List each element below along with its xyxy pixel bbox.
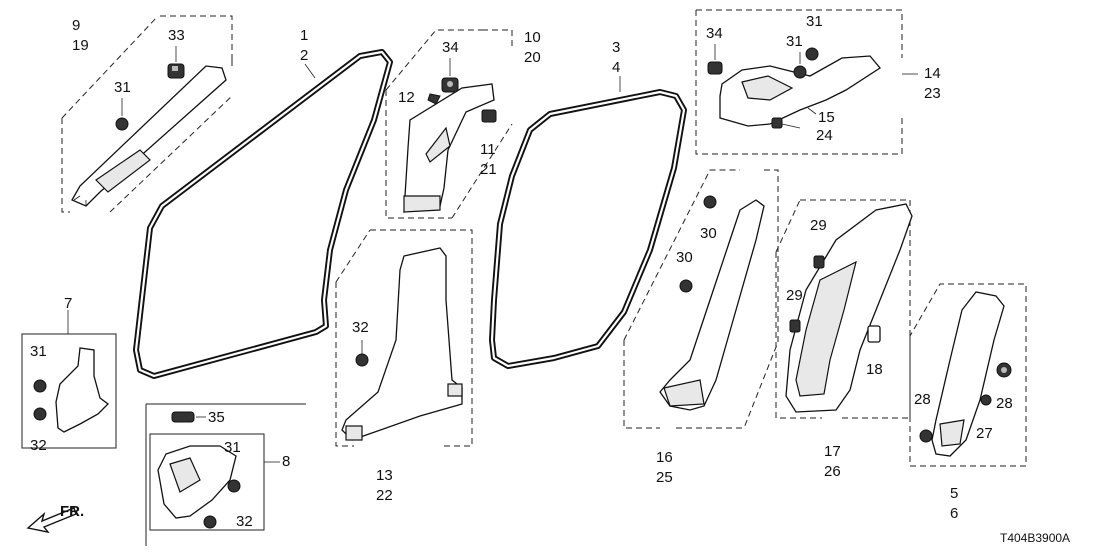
callout-12: 12 <box>398 89 415 106</box>
callout-33: 33 <box>168 27 185 44</box>
callout-32c: 32 <box>236 513 253 530</box>
callout-19: 19 <box>72 37 89 54</box>
callout-29a: 29 <box>810 217 827 234</box>
kick-panel-group <box>21 310 117 449</box>
callout-18: 18 <box>866 361 883 378</box>
callout-1: 1 <box>300 27 308 44</box>
clip-29b <box>789 319 801 333</box>
callout-4: 4 <box>612 59 620 76</box>
callout-3: 3 <box>612 39 620 56</box>
b-pillar-lower-garnish <box>341 247 463 441</box>
c-pillar-garnish <box>719 55 881 127</box>
callout-31c: 31 <box>786 33 803 50</box>
a-pillar-garnish-group <box>61 15 233 213</box>
rear-door-seal <box>489 76 687 369</box>
front-label: FR. <box>60 503 84 520</box>
clip-33 <box>167 63 185 79</box>
clip-28a <box>919 429 933 443</box>
clip-11 <box>481 109 497 123</box>
callout-9: 9 <box>72 17 80 34</box>
clip-32c <box>203 515 217 529</box>
callout-11: 11 <box>480 141 496 158</box>
callout-35: 35 <box>208 409 225 426</box>
callout-10: 10 <box>524 29 541 46</box>
clip-24 <box>771 117 783 129</box>
callout-17: 17 <box>824 443 841 460</box>
c-pillar-lower-garnish <box>659 199 765 411</box>
kick-panel <box>55 347 109 433</box>
front-door-seal <box>133 49 393 379</box>
callout-13: 13 <box>376 467 393 484</box>
b-pillar-lower-group <box>335 229 473 447</box>
callout-16: 16 <box>656 449 673 466</box>
c-pillar-lower-group <box>623 169 779 429</box>
callout-5: 5 <box>950 485 958 502</box>
callout-34a: 34 <box>442 39 459 56</box>
callout-29b: 29 <box>786 287 803 304</box>
callout-labels: 9193331121020341211213434313114231524303… <box>30 13 1013 530</box>
clip-27 <box>980 394 992 406</box>
callout-14: 14 <box>924 65 941 82</box>
clip-30b <box>679 279 693 293</box>
clip-34a <box>441 77 459 93</box>
callout-30a: 30 <box>700 225 717 242</box>
callout-24: 24 <box>816 127 833 144</box>
callout-28a: 28 <box>914 391 931 408</box>
callout-31a: 31 <box>114 79 131 96</box>
callout-32b: 32 <box>352 319 369 336</box>
callout-27: 27 <box>976 425 993 442</box>
rear-quarter-trim-group <box>775 199 913 419</box>
callout-32a: 32 <box>30 437 47 454</box>
front-direction-arrow: FR. <box>26 503 84 534</box>
side-trim-5-6-group <box>909 283 1027 467</box>
callout-7: 7 <box>64 295 72 312</box>
lower-trim-group <box>145 403 306 546</box>
callout-8: 8 <box>282 453 290 470</box>
callout-23: 23 <box>924 85 941 102</box>
b-pillar-upper-group <box>385 29 513 219</box>
clip-34b <box>707 61 723 75</box>
clip-31a <box>115 117 129 131</box>
clip-31d <box>33 379 47 393</box>
side-trim-5-6 <box>931 291 1005 457</box>
clip-32b <box>355 353 369 367</box>
callout-34b: 34 <box>706 25 723 42</box>
callout-20: 20 <box>524 49 541 66</box>
callout-31d: 31 <box>30 343 47 360</box>
callout-22: 22 <box>376 487 393 504</box>
clip-18 <box>867 325 881 343</box>
callout-15: 15 <box>818 109 835 126</box>
clip-31c <box>793 65 807 79</box>
clip-32a <box>33 407 47 421</box>
callout-21: 21 <box>480 161 497 178</box>
callout-2: 2 <box>300 47 308 64</box>
clip-31b <box>805 47 819 61</box>
c-pillar-garnish-group <box>695 9 918 155</box>
clip-28b <box>996 362 1012 378</box>
callout-26: 26 <box>824 463 841 480</box>
clip-35 <box>171 411 195 423</box>
clip-31e <box>227 479 241 493</box>
callout-31b: 31 <box>806 13 823 30</box>
callout-6: 6 <box>950 505 958 522</box>
callout-30b: 30 <box>676 249 693 266</box>
a-pillar-garnish <box>71 65 227 207</box>
callout-25: 25 <box>656 469 673 486</box>
diagram-code: T404B3900A <box>1000 531 1070 545</box>
callout-28b: 28 <box>996 395 1013 412</box>
clip-12 <box>427 93 441 105</box>
clip-30a <box>703 195 717 209</box>
clip-29a <box>813 255 825 269</box>
callout-31e: 31 <box>224 439 241 456</box>
